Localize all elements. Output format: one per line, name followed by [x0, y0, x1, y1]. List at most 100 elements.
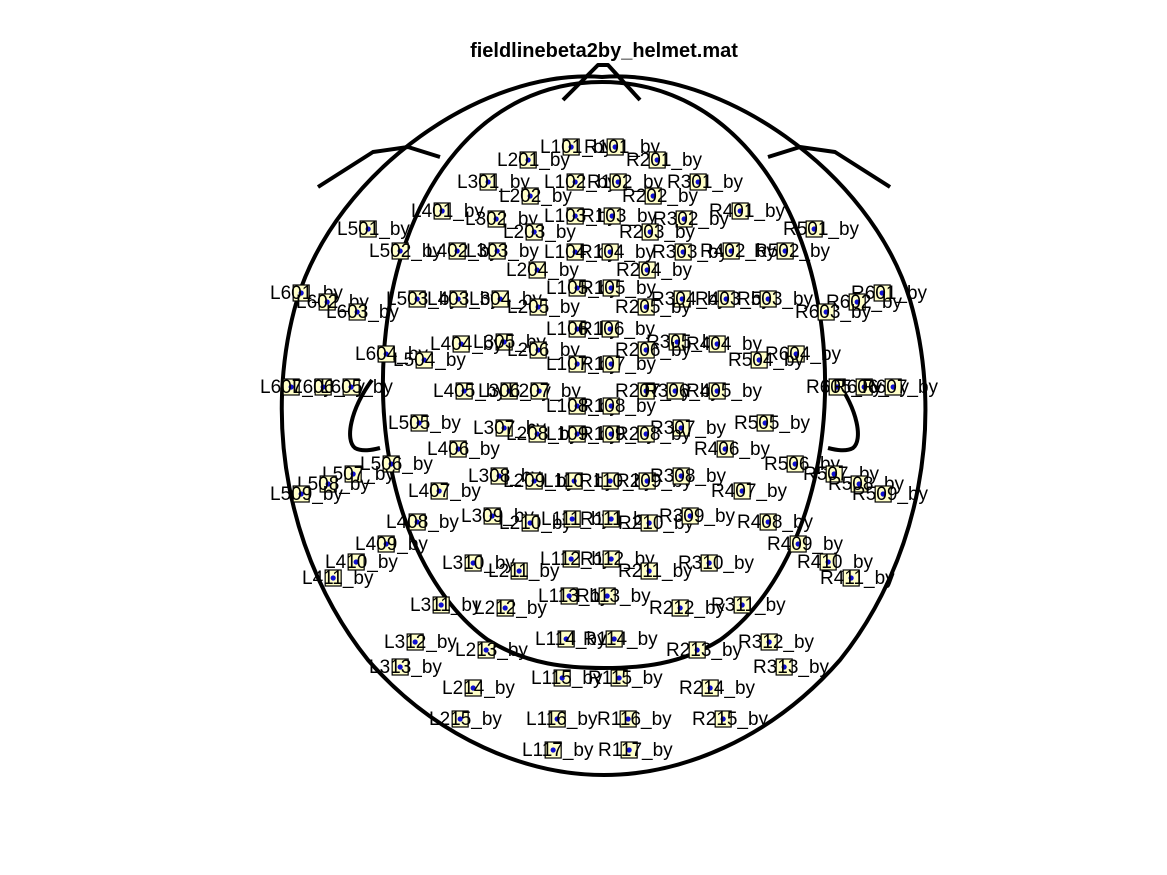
sensor-label: L305_by: [473, 332, 546, 353]
sensor-l210-by: L210_by: [499, 513, 572, 534]
sensor-dot: [534, 431, 540, 437]
sensor-l114-by: L114_by: [535, 629, 607, 650]
sensor-r110-by: R110_by: [579, 471, 654, 492]
sensor-dot: [611, 636, 617, 642]
sensor-label: R509_by: [852, 484, 929, 505]
sensor-r409-by: R409_by: [767, 534, 844, 555]
sensor-r213-by: R213_by: [666, 640, 743, 661]
sensor-dot: [795, 541, 801, 547]
sensor-label: R211_by: [618, 561, 693, 582]
sensor-dot: [643, 431, 649, 437]
sensor-dot: [714, 388, 720, 394]
sensor-dot: [493, 216, 499, 222]
sensor-dot: [739, 488, 745, 494]
sensor-dot: [782, 248, 788, 254]
sensor-label: R203_by: [619, 222, 696, 243]
sensor-dot: [574, 431, 580, 437]
sensor-dot: [825, 559, 831, 565]
sensor-label: L308_by: [468, 466, 541, 487]
sensor-dot: [695, 179, 701, 185]
sensor-label: R103_by: [581, 206, 658, 227]
sensor-r401-by: R401_by: [709, 201, 786, 222]
sensor-label: R404_by: [686, 334, 763, 355]
sensor-label: R115_by: [588, 668, 663, 689]
sensor-r410-by: R410_by: [797, 552, 874, 573]
sensor-dot: [353, 559, 359, 565]
sensor-label: R307_by: [650, 418, 727, 439]
sensor-l604-by: L604_by: [355, 344, 428, 365]
sensor-l117-by: L117_by: [522, 740, 594, 761]
sensor-l504-by: L504_by: [393, 350, 466, 371]
sensor-label: L503_by: [386, 289, 459, 310]
sensor-dot: [854, 299, 860, 305]
sensor-dot: [604, 593, 610, 599]
sensor-dot: [687, 513, 693, 519]
sensor-dot: [756, 357, 762, 363]
sensor-l102-by: L102_by: [544, 172, 617, 193]
sensor-dot: [643, 304, 649, 310]
sensor-dot: [607, 249, 613, 255]
sensor-r602-by: R602_by: [826, 292, 903, 313]
sensor-dot: [890, 384, 896, 390]
sensor-l410-by: L410_by: [325, 552, 398, 573]
sensor-l406-by: L406_by: [427, 439, 500, 460]
sensor-r210-by: R210_by: [618, 513, 695, 534]
sensor-label: L104_by: [544, 242, 617, 263]
sensor-l112-by: L112_by: [540, 549, 612, 570]
sensor-r115-by: R115_by: [588, 668, 663, 689]
sensor-l208-by: L208_by: [506, 424, 579, 445]
sensor-label: L501_by: [337, 219, 410, 240]
sensor-dot: [436, 488, 442, 494]
sensor-dot: [607, 478, 613, 484]
sensor-label: R602_by: [826, 292, 903, 313]
sensor-dot: [470, 685, 476, 691]
sensor-dot: [494, 248, 500, 254]
sensor-r111-by: R111_by: [580, 509, 654, 530]
sensor-label: L211_by: [488, 561, 560, 582]
sensor-label: R603_by: [795, 302, 872, 323]
sensor-dot: [625, 716, 631, 722]
sensor-l111-by: L111_by: [541, 509, 612, 530]
sensor-r302-by: R302_by: [653, 209, 730, 230]
sensor-label: R102_by: [587, 172, 664, 193]
sensor-l105-by: L105_by: [546, 278, 619, 299]
sensor-dot: [516, 568, 522, 574]
sensor-dot: [354, 309, 360, 315]
sensor-r309-by: R309_by: [659, 506, 736, 527]
sensor-label: L508_by: [297, 474, 370, 495]
sensor-l311-by: L311_by: [410, 595, 482, 616]
sensor-l404-by: L404_by: [430, 334, 503, 355]
sensor-dot: [383, 541, 389, 547]
sensor-l313-by: L313_by: [369, 657, 442, 678]
sensor-r509-by: R509_by: [852, 484, 929, 505]
sensor-dot: [608, 361, 614, 367]
sensor-r311-by: R311_by: [711, 595, 786, 616]
sensor-dot: [766, 639, 772, 645]
sensor-label: R213_by: [666, 640, 743, 661]
sensor-dot: [647, 229, 653, 235]
sensor-r407-by: R407_by: [711, 481, 788, 502]
sensor-dot: [792, 461, 798, 467]
sensor-dot: [416, 420, 422, 426]
sensor-label: L112_by: [540, 549, 612, 570]
sensor-r406-by: R406_by: [694, 439, 771, 460]
sensor-label: L605_by: [320, 377, 393, 398]
sensor-r408-by: R408_by: [737, 512, 814, 533]
sensor-r304-by: R304_by: [651, 289, 728, 310]
sensor-label: L212_by: [474, 598, 547, 619]
sensor-r201-by: R201_by: [626, 150, 703, 171]
sensor-label: L404_by: [430, 334, 503, 355]
sensor-dot: [678, 425, 684, 431]
sensor-label: L113_by: [538, 586, 610, 607]
sensor-label: R601_by: [851, 283, 928, 304]
sensor-r303-by: R303_by: [652, 242, 729, 263]
sensor-dot: [438, 602, 444, 608]
sensor-l401-by: L401_by: [411, 201, 484, 222]
sensor-label: L402_by: [426, 241, 499, 262]
sensor-dot: [694, 647, 700, 653]
sensor-label: R206_by: [615, 340, 692, 361]
sensor-label: L115_by: [531, 668, 603, 689]
sensor-label: L215_by: [429, 709, 502, 730]
sensor-dot: [880, 491, 886, 497]
sensor-dot: [568, 556, 574, 562]
